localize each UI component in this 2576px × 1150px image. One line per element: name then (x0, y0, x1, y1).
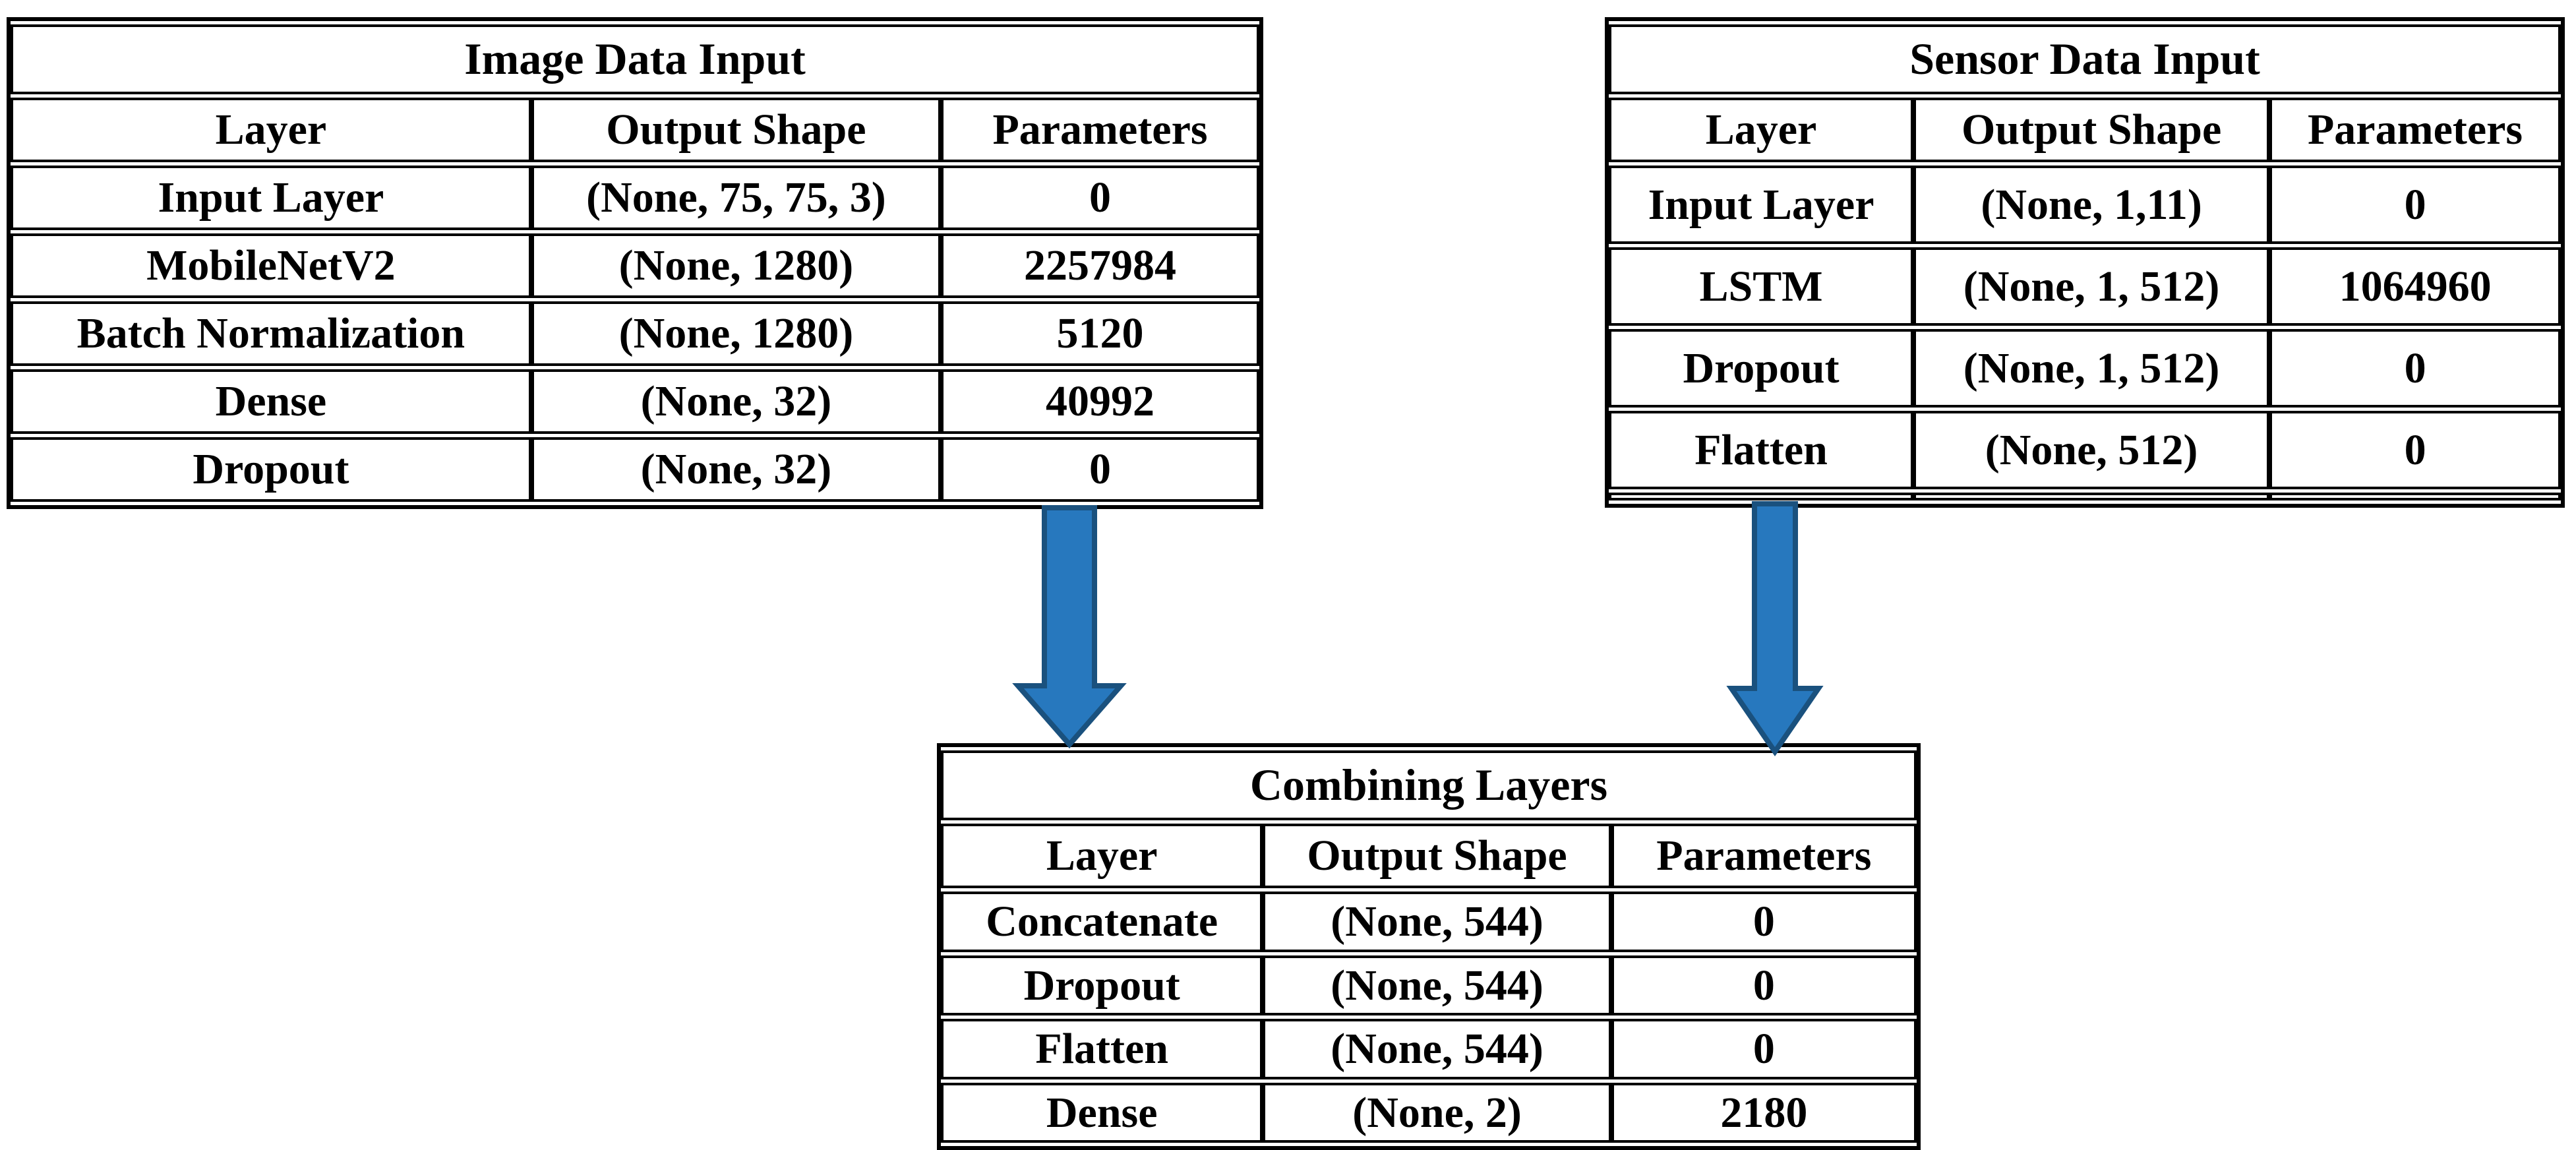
table-row: Flatten (None, 512) 0 (1609, 410, 2561, 489)
column-header-layer: Layer (11, 98, 531, 162)
cell-layer: Flatten (1609, 410, 1914, 489)
cell-output-shape: (None, 1280) (531, 233, 942, 298)
cell-parameters: 1064960 (2269, 247, 2561, 326)
cell-output-shape: (None, 512) (1913, 410, 2270, 489)
table-row: Batch Normalization (None, 1280) 5120 (11, 301, 1259, 366)
table-row: Dropout (None, 32) 0 (11, 437, 1259, 502)
table-row: MobileNetV2 (None, 1280) 2257984 (11, 233, 1259, 298)
cell-parameters: 2180 (1611, 1082, 1917, 1143)
cell-output-shape (1913, 492, 2270, 500)
cell-output-shape: (None, 75, 75, 3) (531, 166, 942, 230)
down-arrow-icon-left (1012, 505, 1127, 749)
table-row: Dropout (None, 1, 512) 0 (1609, 328, 2561, 408)
cell-output-shape: (None, 2) (1263, 1082, 1611, 1143)
cell-layer: Dense (11, 369, 531, 434)
column-header-output-shape: Output Shape (531, 98, 942, 162)
cell-parameters: 0 (1611, 892, 1917, 952)
cell-layer: MobileNetV2 (11, 233, 531, 298)
table-row: Dropout (None, 544) 0 (941, 955, 1917, 1015)
table-row: Input Layer (None, 1,11) 0 (1609, 166, 2561, 244)
cell-layer: Concatenate (941, 892, 1263, 952)
column-header-parameters: Parameters (1611, 824, 1917, 888)
table-row: LSTM (None, 1, 512) 1064960 (1609, 247, 2561, 326)
table-title: Image Data Input (11, 24, 1259, 94)
cell-output-shape: (None, 544) (1263, 892, 1611, 952)
cell-layer: Input Layer (11, 166, 531, 230)
table-row: Concatenate (None, 544) 0 (941, 892, 1917, 952)
cell-parameters: 2257984 (941, 233, 1259, 298)
cell-output-shape: (None, 32) (531, 437, 942, 502)
cell-parameters: 5120 (941, 301, 1259, 366)
table-row: Dense (None, 2) 2180 (941, 1082, 1917, 1143)
cell-output-shape: (None, 1, 512) (1913, 247, 2270, 326)
cell-output-shape: (None, 1,11) (1913, 166, 2270, 244)
column-header-layer: Layer (1609, 98, 1914, 162)
column-header-output-shape: Output Shape (1913, 98, 2270, 162)
column-header-parameters: Parameters (2269, 98, 2561, 162)
cell-layer (1609, 492, 1914, 500)
cell-parameters: 0 (1611, 1019, 1917, 1079)
cell-layer: Dense (941, 1082, 1263, 1143)
cell-parameters: 0 (941, 437, 1259, 502)
cell-layer: Dropout (1609, 328, 1914, 408)
cell-layer: Batch Normalization (11, 301, 531, 366)
cell-output-shape: (None, 1280) (531, 301, 942, 366)
cell-parameters: 0 (941, 166, 1259, 230)
column-header-parameters: Parameters (941, 98, 1259, 162)
table-title: Sensor Data Input (1609, 24, 2561, 94)
column-header-layer: Layer (941, 824, 1263, 888)
table-row: Flatten (None, 544) 0 (941, 1019, 1917, 1079)
cell-parameters: 0 (1611, 955, 1917, 1015)
cell-parameters: 0 (2269, 328, 2561, 408)
cell-parameters (2269, 492, 2561, 500)
table-row: Input Layer (None, 75, 75, 3) 0 (11, 166, 1259, 230)
image-data-input-table: Image Data Input Layer Output Shape Para… (7, 17, 1263, 509)
table-row: Dense (None, 32) 40992 (11, 369, 1259, 434)
down-arrow-icon-right (1726, 501, 1824, 757)
cell-parameters: 0 (2269, 166, 2561, 244)
cell-layer: Input Layer (1609, 166, 1914, 244)
cell-output-shape: (None, 544) (1263, 955, 1611, 1015)
cell-layer: LSTM (1609, 247, 1914, 326)
cell-parameters: 0 (2269, 410, 2561, 489)
cell-output-shape: (None, 544) (1263, 1019, 1611, 1079)
table-title: Combining Layers (941, 750, 1917, 820)
cell-output-shape: (None, 32) (531, 369, 942, 434)
cell-output-shape: (None, 1, 512) (1913, 328, 2270, 408)
column-header-output-shape: Output Shape (1263, 824, 1611, 888)
table-row-empty (1609, 492, 2561, 500)
cell-layer: Dropout (11, 437, 531, 502)
cell-layer: Flatten (941, 1019, 1263, 1079)
sensor-data-input-table: Sensor Data Input Layer Output Shape Par… (1605, 17, 2565, 508)
cell-layer: Dropout (941, 955, 1263, 1015)
combining-layers-table: Combining Layers Layer Output Shape Para… (937, 743, 1921, 1150)
cell-parameters: 40992 (941, 369, 1259, 434)
